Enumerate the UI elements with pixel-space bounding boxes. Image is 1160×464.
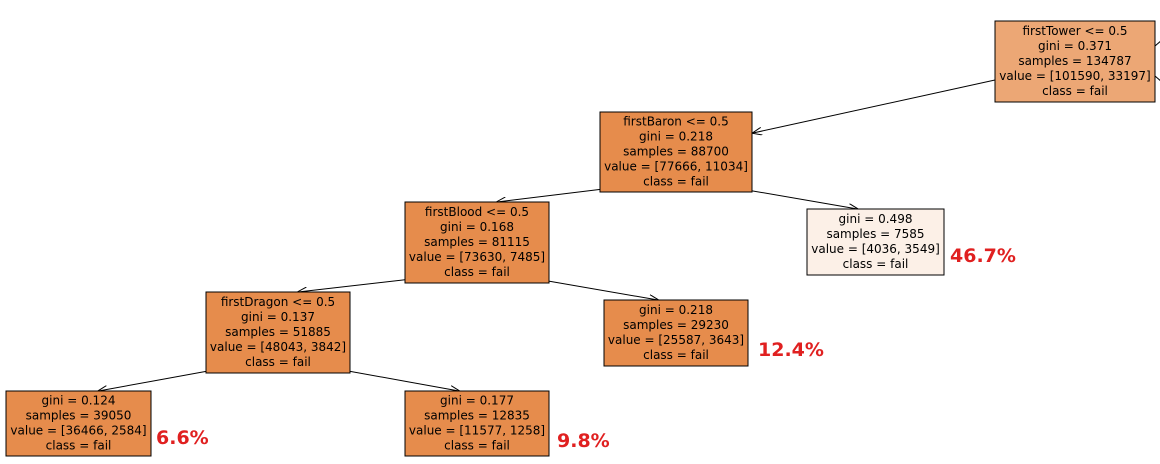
node-text-line: value = [25587, 3643] [608, 333, 744, 347]
node-text-line: samples = 51885 [225, 325, 331, 339]
node-text-line: class = fail [1042, 84, 1108, 98]
node-text-line: gini = 0.218 [639, 303, 713, 317]
node-text-line: samples = 134787 [1018, 54, 1131, 68]
node-box [599, 111, 753, 193]
node-text-line: value = [11577, 1258] [409, 424, 545, 438]
node-text-line: value = [4036, 3549] [811, 242, 940, 256]
percentage-annotation-dragon-left: 6.6% [156, 427, 209, 449]
node-text-line: gini = 0.498 [839, 212, 913, 226]
percentage-annotation-dragon-right: 9.8% [557, 430, 610, 452]
node-text-line: firstDragon <= 0.5 [221, 295, 335, 309]
node-text-line: firstTower <= 0.5 [1022, 24, 1127, 38]
node-text-line: value = [77666, 11034] [604, 160, 748, 174]
node-text-line: samples = 39050 [26, 409, 132, 423]
node-text-line: class = fail [444, 265, 510, 279]
percentage-annotation-blood-right: 12.4% [758, 339, 824, 361]
edge-root-offscreen-1 [1154, 41, 1160, 47]
node-text-line: gini = 0.137 [241, 310, 315, 324]
node-text-line: firstBaron <= 0.5 [623, 115, 728, 129]
node-text-line: gini = 0.371 [1038, 39, 1112, 53]
node-text-line: samples = 29230 [623, 318, 729, 332]
node-box [5, 390, 152, 457]
node-text-line: samples = 7585 [826, 227, 924, 241]
node-text-line: class = fail [46, 439, 112, 453]
node-box [404, 201, 550, 284]
node-text-line: samples = 88700 [623, 145, 729, 159]
node-text-line: class = fail [444, 439, 510, 453]
node-box [404, 390, 550, 457]
node-box [205, 291, 351, 374]
edge-root-offscreen-2 [1154, 75, 1160, 81]
percentage-annotation-baron-right: 46.7% [950, 245, 1016, 267]
node-text-line: value = [73630, 7485] [409, 250, 545, 264]
node-text-line: gini = 0.168 [440, 220, 514, 234]
node-box [603, 299, 749, 367]
node-text-line: class = fail [643, 175, 709, 189]
node-box [994, 20, 1156, 103]
edge-root-to-baron [753, 79, 996, 133]
node-box [806, 208, 945, 276]
node-text-line: value = [36466, 2584] [10, 424, 146, 438]
node-text-line: samples = 81115 [424, 235, 530, 249]
node-text-line: class = fail [843, 257, 909, 271]
node-text-line: value = [101590, 33197] [999, 69, 1150, 83]
node-text-line: gini = 0.218 [639, 130, 713, 144]
node-text-line: samples = 12835 [424, 409, 530, 423]
node-text-line: class = fail [245, 355, 311, 369]
node-text-line: class = fail [643, 348, 709, 362]
node-text-line: value = [48043, 3842] [210, 340, 346, 354]
node-text-line: firstBlood <= 0.5 [425, 205, 529, 219]
node-text-line: gini = 0.177 [440, 394, 514, 408]
node-text-line: gini = 0.124 [42, 394, 116, 408]
